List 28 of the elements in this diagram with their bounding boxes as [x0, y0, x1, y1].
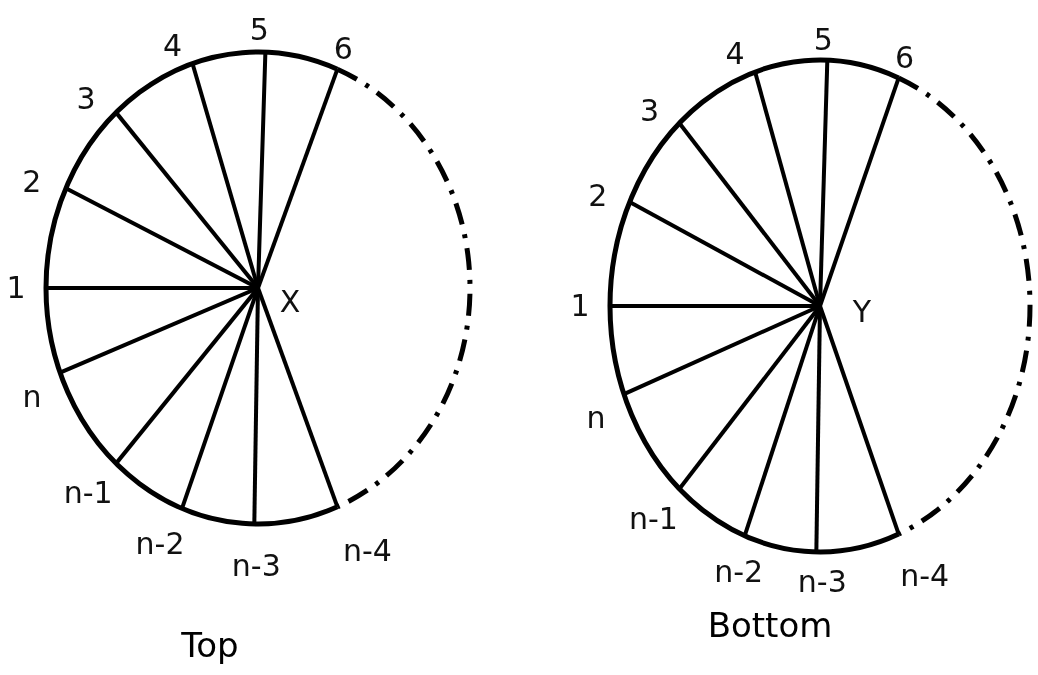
spoke-line: [256, 287, 340, 508]
point-label: 5: [813, 25, 833, 56]
point-label: 6: [895, 42, 915, 73]
point-label: 3: [639, 96, 659, 127]
diagram-caption: Top: [181, 628, 239, 662]
point-label: n-1: [63, 478, 113, 509]
point-label: n: [22, 381, 42, 412]
center-label: Y: [852, 297, 872, 327]
point-label: n-2: [714, 556, 764, 587]
point-label: n-4: [342, 535, 392, 566]
point-label: 2: [22, 167, 42, 198]
point-label: 3: [76, 83, 96, 114]
point-label: n-1: [629, 503, 678, 534]
point-label: 6: [333, 34, 353, 65]
point-label: n-4: [900, 561, 950, 592]
point-label: 5: [249, 15, 269, 46]
point-label: 4: [725, 39, 745, 70]
point-label: n-2: [135, 529, 185, 560]
point-label: 1: [6, 273, 26, 303]
center-label: X: [279, 287, 301, 317]
point-label: 1: [570, 291, 590, 321]
point-label: n-3: [797, 566, 847, 597]
point-label: n-3: [231, 550, 281, 581]
point-label: 2: [588, 181, 608, 212]
diagram-caption: Bottom: [707, 608, 833, 642]
point-label: 4: [162, 30, 183, 61]
point-label: n: [586, 403, 606, 434]
spoke-line: [818, 305, 901, 535]
